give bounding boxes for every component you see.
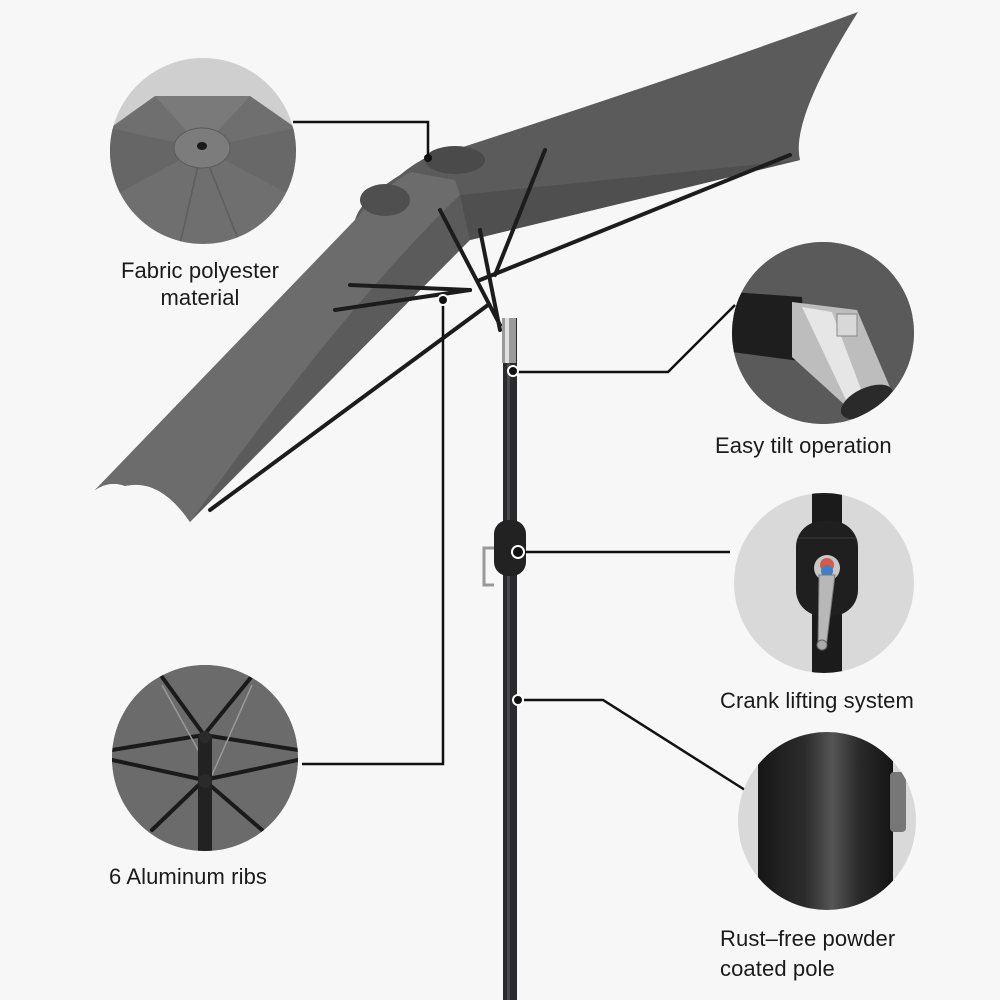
- callout-lines: [293, 120, 746, 792]
- callout-line-pole: [518, 698, 746, 792]
- callout-dot-fabric: [424, 154, 432, 162]
- callout-dot-ribs: [437, 294, 449, 306]
- detail-image-crank: [734, 493, 914, 673]
- callout-line-ribs: [302, 300, 445, 766]
- callout-dot-tilt: [507, 365, 519, 377]
- detail-image-tilt: [732, 242, 914, 424]
- pole-texture-icon: [758, 732, 906, 910]
- callout-dots: [424, 154, 525, 706]
- umbrella-canopy: [95, 12, 858, 522]
- feature-label-pole: Rust–free powder coated pole: [720, 926, 896, 981]
- feature-label-crank: Crank lifting system: [720, 688, 914, 713]
- canopy-top-icon: [110, 96, 296, 244]
- detail-image-pole: [738, 732, 916, 910]
- detail-image-fabric: [110, 58, 296, 244]
- tilt-joint-icon: [732, 242, 914, 424]
- callout-line-tilt: [515, 304, 736, 374]
- callout-line-fabric: [293, 120, 430, 157]
- umbrella-ribs: [208, 148, 792, 512]
- ribs-underside-icon: [112, 665, 298, 851]
- detail-image-ribs: [112, 665, 298, 851]
- crank-handle-icon: [796, 493, 858, 673]
- callout-dot-pole: [512, 694, 524, 706]
- feature-label-fabric: Fabric polyester material: [120, 258, 280, 310]
- feature-label-tilt: Easy tilt operation: [715, 433, 892, 458]
- feature-label-ribs: 6 Aluminum ribs: [109, 864, 268, 889]
- umbrella-pole: [482, 318, 526, 1000]
- callout-dot-crank: [511, 545, 525, 559]
